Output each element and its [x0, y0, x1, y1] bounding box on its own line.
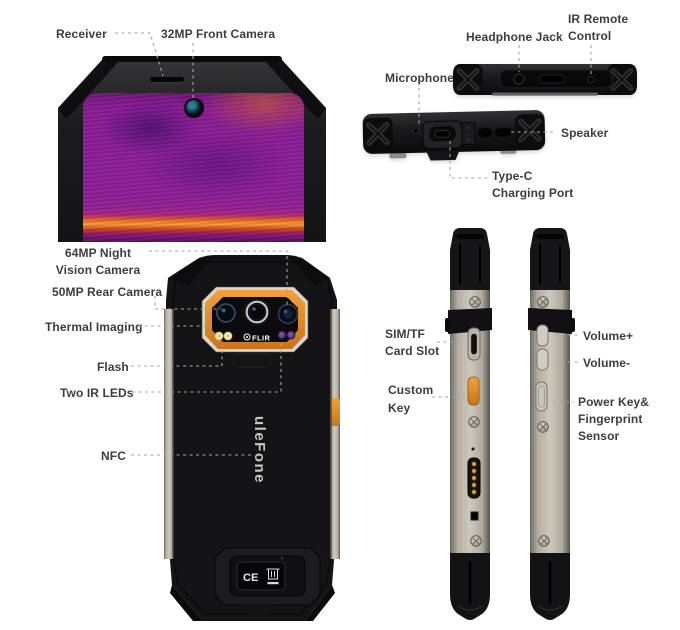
volume-down-button — [536, 348, 549, 371]
antenna-slot — [538, 74, 566, 84]
label-sim-slot: SIM/TF Card Slot — [385, 327, 440, 358]
screw — [538, 535, 550, 547]
label-receiver: Receiver — [56, 27, 107, 41]
night-vision-camera-lens — [277, 303, 299, 325]
screw — [470, 535, 482, 547]
label-ir-remote: IR Remote Control — [568, 12, 629, 43]
brand-logo: uleFone — [251, 416, 268, 484]
label-rear-camera: 50MP Rear Camera — [52, 285, 163, 299]
front-top-lip — [102, 56, 282, 62]
square-port — [470, 511, 479, 521]
label-nfc: NFC — [101, 449, 126, 463]
rear-view: FLIR uleFone CE — [164, 255, 340, 621]
label-volume-plus: Volume+ — [583, 329, 634, 343]
label-thermal-imaging: Thermal Imaging — [45, 320, 143, 334]
label-volume-minus: Volume- — [583, 356, 631, 370]
lanyard-connector — [461, 122, 476, 146]
screw — [468, 416, 480, 428]
custom-key-rear — [331, 398, 340, 426]
thermal-screen — [83, 93, 304, 242]
label-microphone: Microphone — [385, 71, 454, 85]
front-camera-lens — [186, 100, 202, 116]
front-view — [56, 56, 328, 242]
thermal-camera-lens — [216, 303, 236, 323]
camera-module: FLIR — [201, 286, 309, 353]
label-headphone-jack: Headphone Jack — [466, 30, 563, 44]
ir-blaster-hole — [587, 75, 595, 84]
left-bumper-x — [453, 64, 482, 95]
left-bumper-x — [363, 117, 394, 150]
custom-key-button — [467, 376, 480, 406]
pogo-pins — [467, 457, 481, 499]
flir-text: FLIR — [252, 334, 270, 343]
screw — [469, 296, 481, 308]
label-type-c: Type-C Charging Port — [492, 169, 574, 200]
screw — [537, 296, 549, 308]
weee-bin-icon — [266, 568, 280, 585]
port-cover-flap — [426, 150, 460, 161]
dual-flash-leds — [214, 331, 233, 341]
ce-mark: CE — [243, 572, 258, 584]
power-key-fingerprint — [535, 381, 548, 412]
screw — [537, 421, 549, 433]
label-power-key: Power Key& Fingerprint Sensor — [578, 395, 650, 443]
right-metal-rail — [330, 309, 340, 559]
side-frame — [530, 312, 570, 531]
speaker-grille — [477, 127, 512, 138]
flir-badge: FLIR — [243, 333, 270, 343]
top-edge-view — [453, 64, 637, 96]
label-front-camera: 32MP Front Camera — [161, 27, 276, 41]
sim-card-slot — [467, 327, 481, 361]
headphone-jack-hole — [513, 73, 525, 85]
bumper-band — [528, 308, 572, 334]
flir-logo-icon — [243, 333, 251, 341]
label-ir-leds: Two IR LEDs — [60, 386, 134, 400]
label-custom-key: Custom Key — [388, 383, 434, 415]
receiver-slot — [150, 77, 184, 82]
rear-bottom-module: CE — [214, 547, 321, 614]
two-ir-leds — [277, 330, 296, 340]
type-c-port — [422, 120, 463, 150]
label-flash: Flash — [97, 360, 129, 374]
left-metal-rail — [164, 309, 174, 559]
volume-up-button — [536, 324, 549, 347]
label-speaker: Speaker — [561, 126, 609, 140]
left-side-view — [445, 228, 492, 620]
microphone-hole — [412, 127, 419, 134]
bottom-edge-view — [361, 110, 546, 161]
right-side-view — [528, 228, 575, 620]
main-camera-lens — [243, 298, 271, 326]
label-night-vision-camera: 64MP Night Vision Camera — [55, 246, 141, 277]
bumper-band — [448, 308, 492, 334]
mic-pinhole — [471, 447, 475, 451]
right-bumper-x — [515, 114, 546, 147]
